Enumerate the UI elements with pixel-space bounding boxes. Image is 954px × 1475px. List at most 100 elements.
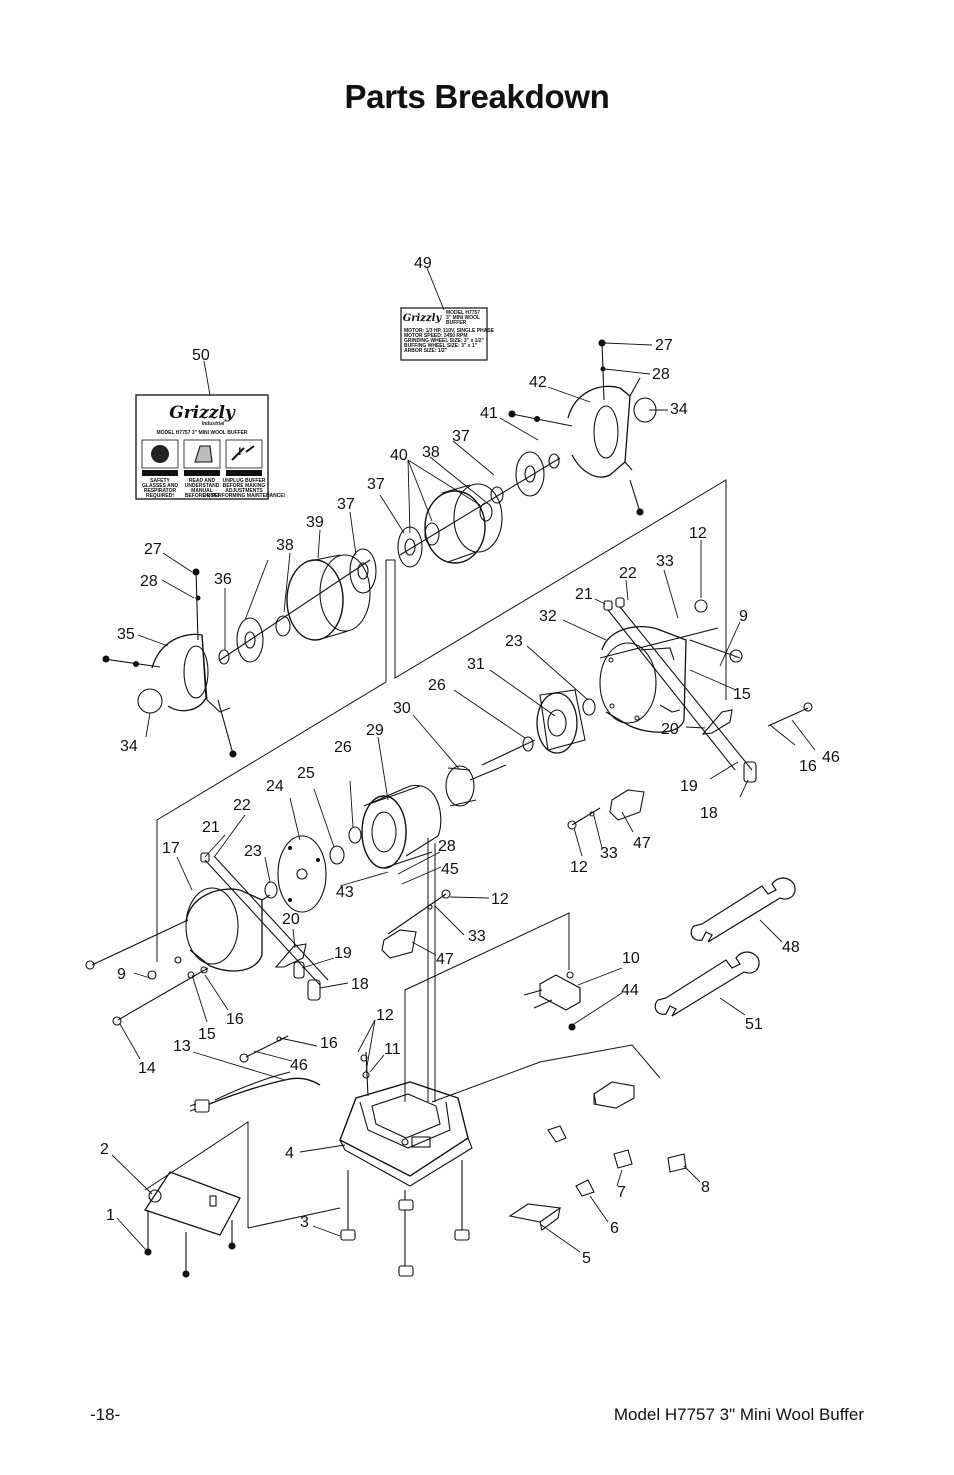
label50-brand: Grizzly	[169, 403, 236, 423]
callout-5: 5	[582, 1250, 591, 1267]
callout-1: 1	[106, 1207, 115, 1224]
callout-24: 24	[266, 778, 284, 795]
callout-47: 47	[436, 951, 454, 968]
read-manual-icon	[194, 445, 213, 463]
callout-9: 9	[739, 608, 748, 625]
svg-text:GRINDING WHEEL SIZE: 3" x 1/2": GRINDING WHEEL SIZE: 3" x 1/2"	[404, 338, 485, 344]
callout-2: 2	[100, 1141, 109, 1158]
model-caption: Model H7757 3" Mini Wool Buffer	[613, 1405, 864, 1424]
bottom-plate	[143, 1171, 241, 1278]
page-number: -18-	[90, 1405, 121, 1424]
svg-text:MOTOR SPEED: 3450 RPM: MOTOR SPEED: 3450 RPM	[404, 333, 468, 339]
callout-9: 9	[117, 966, 126, 983]
rubber-feet	[340, 1160, 470, 1277]
callout-27: 27	[144, 541, 162, 558]
callout-22: 22	[233, 797, 251, 814]
callout-21: 21	[575, 586, 593, 603]
svg-text:GLASSES AND: GLASSES AND	[142, 483, 178, 489]
svg-text:WARNING!: WARNING!	[147, 471, 173, 477]
motor-bracket-left	[239, 943, 321, 1063]
wrench-part-48	[690, 877, 796, 943]
callout-12: 12	[491, 891, 509, 908]
svg-text:MODEL H7757: MODEL H7757	[446, 310, 480, 316]
callout-39: 39	[306, 514, 324, 531]
svg-text:BUFFER: BUFFER	[446, 320, 467, 326]
svg-text:WARNING!: WARNING!	[231, 471, 257, 477]
callout-45: 45	[441, 861, 459, 878]
leader-lines	[111, 267, 816, 1253]
callout-17: 17	[162, 840, 180, 857]
callout-30: 30	[393, 700, 411, 717]
callout-23: 23	[244, 843, 262, 860]
callout-46: 46	[290, 1057, 308, 1074]
callout-numbers: 49 50 27 28 42 34 41 37 40 38 37 39 37 3…	[100, 255, 840, 1267]
switch-part-10	[523, 971, 581, 1031]
callout-33: 33	[656, 553, 674, 570]
callout-20: 20	[282, 911, 300, 928]
buffing-wheel-left	[192, 548, 377, 665]
callout-12: 12	[570, 859, 588, 876]
svg-text:BEFORE MAKING: BEFORE MAKING	[223, 483, 266, 489]
callout-13: 13	[173, 1038, 191, 1055]
callout-12: 12	[376, 1007, 394, 1024]
svg-text:BUFFING WHEEL SIZE: 3" x 1": BUFFING WHEEL SIZE: 3" x 1"	[404, 343, 478, 349]
grinding-wheel-right	[397, 451, 561, 568]
label50-brand-sub: Industrial	[202, 421, 225, 427]
motor-housing	[329, 764, 507, 869]
callout-29: 29	[366, 722, 384, 739]
callout-51: 51	[745, 1016, 763, 1033]
callout-25: 25	[297, 765, 315, 782]
label50-model-line: MODEL H7757 3" MINI WOOL BUFFER	[156, 430, 247, 436]
callout-37: 37	[367, 476, 385, 493]
callout-18: 18	[351, 976, 369, 993]
callout-46: 46	[822, 749, 840, 766]
power-cord	[189, 1071, 321, 1113]
callout-28: 28	[652, 366, 670, 383]
right-wheel-guard	[508, 339, 657, 516]
svg-text:BEFORE USE!: BEFORE USE!	[185, 493, 220, 499]
callout-6: 6	[610, 1220, 619, 1237]
callout-21: 21	[202, 819, 220, 836]
callout-37: 37	[452, 428, 470, 445]
callout-28: 28	[438, 838, 456, 855]
svg-text:Grizzly: Grizzly	[403, 313, 443, 324]
callout-44: 44	[621, 982, 639, 999]
callout-36: 36	[214, 571, 232, 588]
id-label-part-49: Grizzly MODEL H7757 3" MINI WOOL BUFFER …	[400, 307, 495, 361]
callout-10: 10	[622, 950, 640, 967]
callout-16: 16	[226, 1011, 244, 1028]
svg-text:RESPIRATOR: RESPIRATOR	[144, 488, 177, 494]
svg-text:SAFETY: SAFETY	[150, 478, 170, 484]
callout-32: 32	[539, 608, 557, 625]
callout-42: 42	[529, 374, 547, 391]
assembly-outlines	[144, 479, 727, 1229]
callout-15: 15	[198, 1026, 216, 1043]
callout-49: 49	[414, 255, 432, 272]
callout-48: 48	[782, 939, 800, 956]
svg-text:MANUAL: MANUAL	[191, 488, 213, 494]
callout-15: 15	[733, 686, 751, 703]
callout-40: 40	[390, 447, 408, 464]
callout-38: 38	[422, 444, 440, 461]
nut-34-left	[137, 688, 163, 714]
callout-8: 8	[701, 1179, 710, 1196]
left-wheel-guard	[102, 633, 237, 758]
switch-cover-right	[567, 789, 645, 830]
callout-7: 7	[617, 1184, 626, 1201]
callout-50: 50	[192, 347, 210, 364]
callout-34: 34	[670, 401, 688, 418]
switch-cover-left	[381, 889, 451, 959]
callout-33: 33	[468, 928, 486, 945]
callout-27: 27	[655, 337, 673, 354]
callout-11: 11	[384, 1041, 401, 1058]
wrench-part-51	[654, 951, 760, 1017]
callout-26: 26	[428, 677, 446, 694]
callout-37: 37	[337, 496, 355, 513]
svg-text:READ AND: READ AND	[189, 478, 216, 484]
unplug-icon	[231, 445, 255, 461]
callout-35: 35	[117, 626, 135, 643]
svg-text:MOTOR: 1/3 HP, 110V, SINGLE PH: MOTOR: 1/3 HP, 110V, SINGLE PHASE	[404, 328, 495, 334]
svg-text:OR PERFORMING MAINTENANCE!: OR PERFORMING MAINTENANCE!	[203, 493, 286, 499]
callout-3: 3	[300, 1214, 309, 1231]
